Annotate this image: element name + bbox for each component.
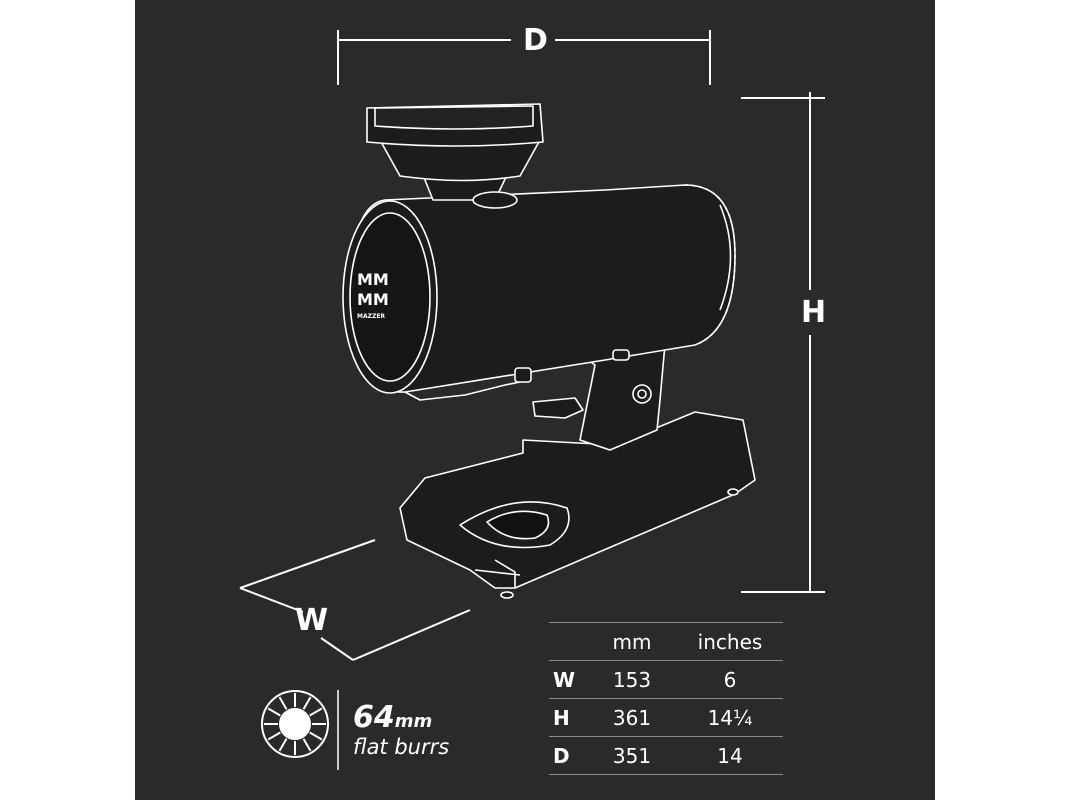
dimensions-table: mm inches W 153 6 H 361 14¼ D 351 14 <box>549 622 783 775</box>
depth-label: D <box>523 23 548 58</box>
grinder-line-drawing: MM MM MAZZER <box>239 30 825 770</box>
svg-text:MAZZER: MAZZER <box>357 313 385 320</box>
burr-spoke <box>302 738 312 752</box>
dimension-lines <box>239 30 825 661</box>
mazzer-logo: MM MM MAZZER <box>357 270 389 320</box>
row-inches: 6 <box>677 660 783 699</box>
table-header-mm: mm <box>587 622 677 661</box>
height-label: H <box>801 295 827 330</box>
svg-text:MM: MM <box>357 290 389 309</box>
burr-spoke <box>278 696 288 710</box>
row-label: H <box>549 698 587 737</box>
table-row: D 351 14 <box>549 736 783 775</box>
row-mm: 361 <box>587 698 677 737</box>
burr-spoke <box>267 731 281 741</box>
table-header-row: mm inches <box>549 622 783 661</box>
row-inches: 14¼ <box>677 698 783 737</box>
burr-spoke <box>267 707 281 717</box>
row-inches: 14 <box>677 736 783 775</box>
grinder-outline <box>342 103 756 599</box>
burr-size: 64 <box>353 700 395 735</box>
burr-spec: 64mm flat burrs <box>353 700 450 760</box>
row-label: D <box>549 736 587 775</box>
table-row: W 153 6 <box>549 660 783 699</box>
row-label: W <box>549 660 587 699</box>
table-header-blank <box>549 622 587 661</box>
burr-spoke <box>309 731 323 741</box>
product-dimension-diagram: MM MM MAZZER D H W 64mm flat burrs mm in… <box>135 0 935 800</box>
table-row: H 361 14¼ <box>549 698 783 737</box>
burr-description: flat burrs <box>353 735 450 759</box>
burr-spoke <box>309 707 323 717</box>
svg-text:MM: MM <box>357 270 389 289</box>
burr-unit: mm <box>394 711 433 732</box>
flat-burr-icon <box>261 690 329 758</box>
table-header-inches: inches <box>677 622 783 661</box>
burr-spoke <box>302 696 312 710</box>
burr-spoke <box>278 738 288 752</box>
row-mm: 351 <box>587 736 677 775</box>
width-label: W <box>295 603 329 638</box>
row-mm: 153 <box>587 660 677 699</box>
